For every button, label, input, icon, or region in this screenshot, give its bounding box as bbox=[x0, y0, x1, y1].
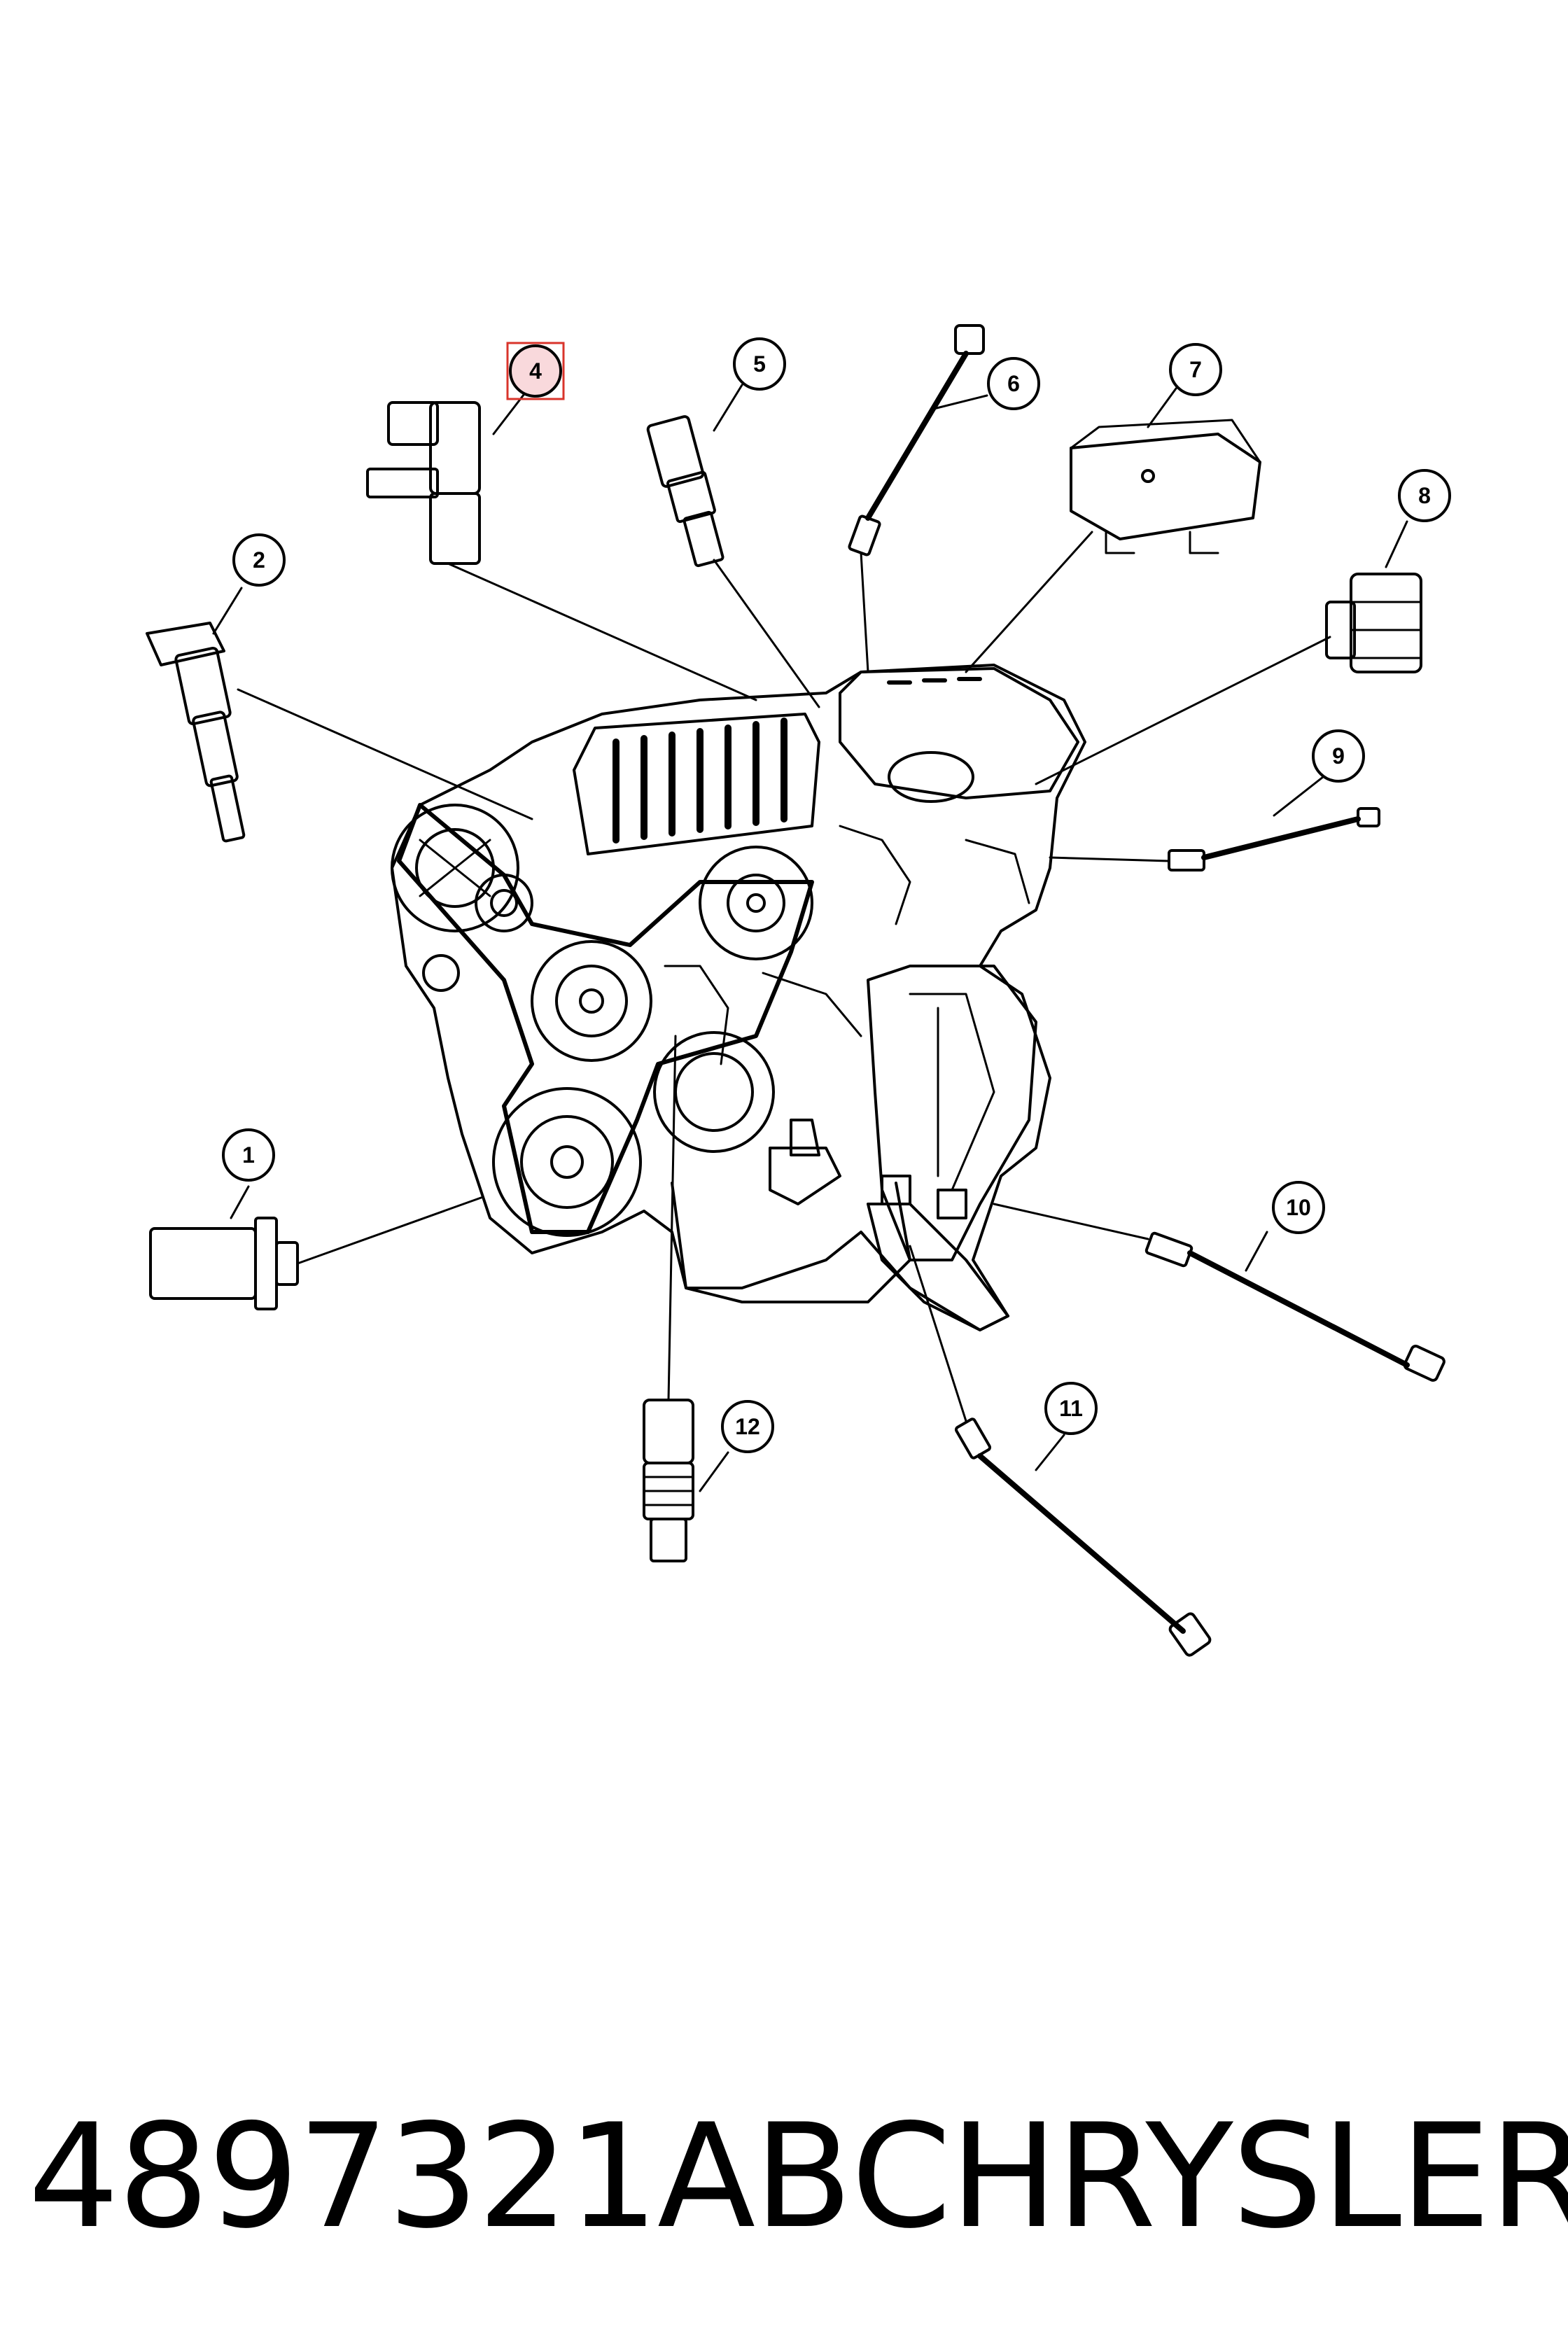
part-8-sensor bbox=[1035, 573, 1422, 785]
callout-2[interactable]: 2 bbox=[232, 533, 286, 587]
callout-circle bbox=[1169, 343, 1222, 396]
part-number: 4897321AB bbox=[28, 2094, 853, 2260]
callout-5[interactable]: 5 bbox=[733, 337, 786, 391]
caption: 4897321AB CHRYSLER bbox=[0, 2072, 1568, 2282]
callout-label: 8 bbox=[1418, 483, 1431, 508]
callout-label: 12 bbox=[735, 1414, 760, 1439]
callout-8[interactable]: 8 bbox=[1398, 469, 1451, 522]
callout-circle bbox=[509, 344, 562, 398]
callout-circle bbox=[987, 357, 1040, 410]
part-10-sensor bbox=[993, 1203, 1446, 1382]
part-9-sensor bbox=[1049, 807, 1380, 872]
callout-10[interactable]: 10 bbox=[1272, 1181, 1325, 1234]
callout-highlight-box bbox=[506, 342, 565, 400]
callout-circle bbox=[1398, 469, 1451, 522]
brand-name: CHRYSLER bbox=[850, 2094, 1568, 2260]
callout-9[interactable]: 9 bbox=[1312, 729, 1365, 783]
engine-assembly bbox=[391, 664, 1086, 1331]
callout-11[interactable]: 11 bbox=[1044, 1382, 1098, 1435]
part-1-sensor bbox=[149, 1196, 484, 1310]
callout-circle bbox=[232, 533, 286, 587]
callout-circle bbox=[1312, 729, 1365, 783]
callout-circle bbox=[1044, 1382, 1098, 1435]
callout-12[interactable]: 12 bbox=[721, 1400, 774, 1453]
callout-label: 7 bbox=[1189, 357, 1202, 382]
part-11-sensor bbox=[909, 1245, 1212, 1657]
part-4-sensor bbox=[366, 401, 757, 701]
callout-circle bbox=[733, 337, 786, 391]
part-7-module bbox=[965, 419, 1261, 673]
callout-label: 4 bbox=[529, 358, 542, 384]
callout-label: 11 bbox=[1059, 1396, 1083, 1421]
callout-label: 9 bbox=[1332, 743, 1345, 769]
part-6-sensor bbox=[848, 324, 985, 673]
callout-circle bbox=[1272, 1181, 1325, 1234]
part-5-sensor bbox=[646, 415, 820, 708]
part-2-sensor bbox=[146, 622, 533, 843]
callout-label: 1 bbox=[242, 1142, 255, 1168]
callout-circle bbox=[222, 1128, 275, 1182]
callout-4[interactable]: 4 bbox=[506, 342, 565, 400]
callout-label: 10 bbox=[1286, 1195, 1311, 1220]
callout-circle bbox=[721, 1400, 774, 1453]
callout-7[interactable]: 7 bbox=[1169, 343, 1222, 396]
part-12-sensor bbox=[643, 1035, 694, 1562]
callout-6[interactable]: 6 bbox=[987, 357, 1040, 410]
callout-label: 2 bbox=[253, 547, 265, 573]
callout-1[interactable]: 1 bbox=[222, 1128, 275, 1182]
callout-label: 5 bbox=[753, 351, 766, 377]
callout-label: 6 bbox=[1007, 371, 1020, 396]
